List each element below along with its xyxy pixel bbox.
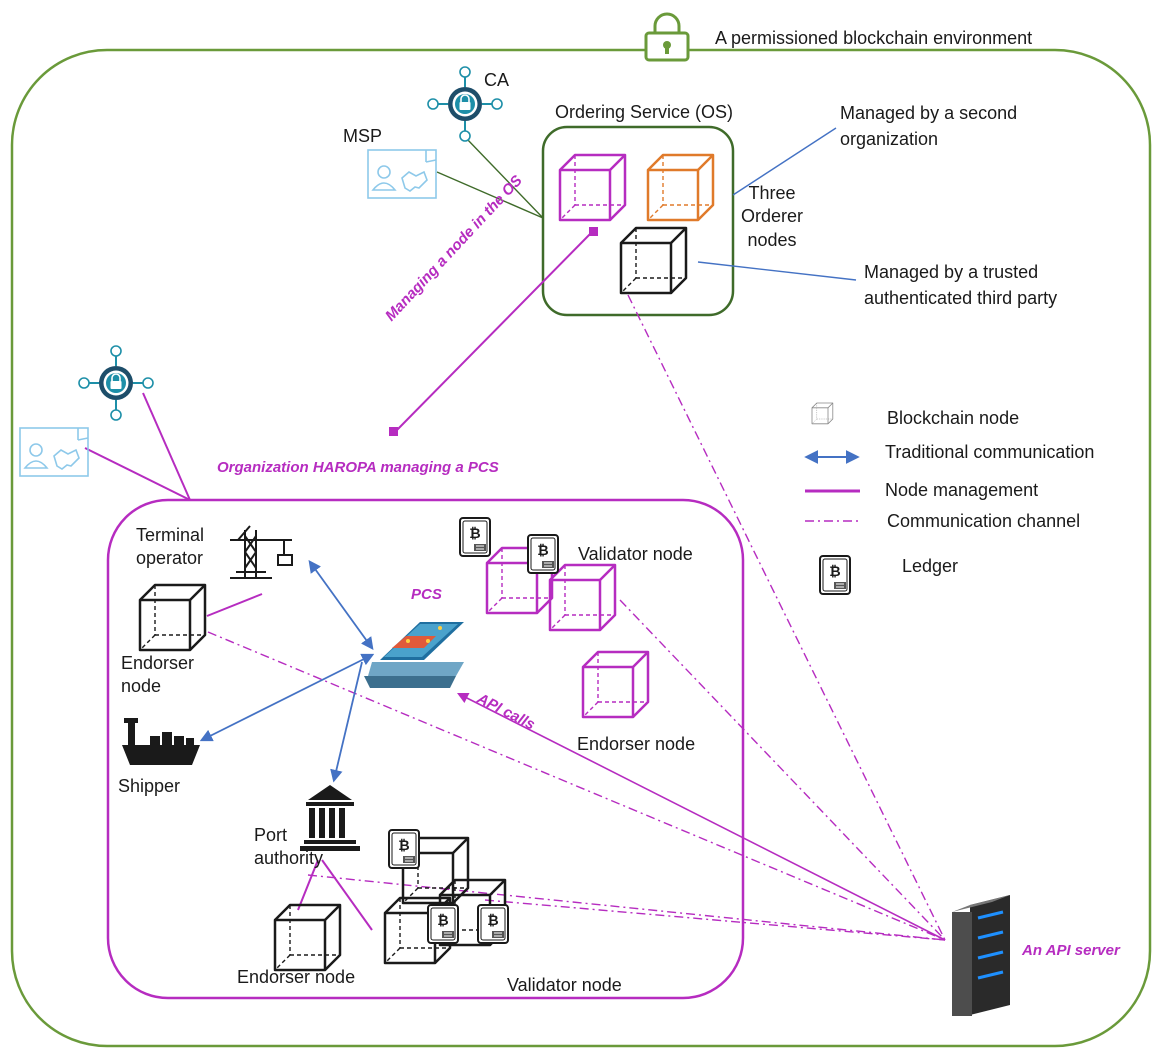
- api-server-label: An API server: [1022, 942, 1120, 959]
- ship-icon: [122, 718, 200, 765]
- third-party-annotation: Managed by a trusted authenticated third…: [864, 262, 1058, 309]
- legend-label-blockchain-node: Blockchain node: [887, 408, 1020, 428]
- ledger-icon-bottom-1: [388, 829, 420, 869]
- terminal-operator-label: Terminal operator: [136, 525, 205, 569]
- endorser-node-right-label: Endorser node: [577, 734, 696, 754]
- ledger-icon-top-1: [459, 517, 491, 557]
- ca-label: CA: [484, 70, 510, 90]
- traditional-communication: [199, 559, 375, 783]
- environment-border: [10, 48, 1152, 1048]
- msp-icon-top: [367, 149, 437, 199]
- haropa-org-label: Organization HAROPA managing a PCS: [217, 459, 499, 476]
- legend-cube-icon: [811, 402, 834, 425]
- legend-icons: [804, 402, 860, 595]
- pcs-label: PCS: [411, 586, 442, 603]
- legend-label-ledger: Ledger: [902, 556, 959, 576]
- lock-icon: [644, 12, 690, 62]
- annotation-connectors: [697, 127, 857, 281]
- ca-msp-connectors: [436, 137, 544, 219]
- management-endpoint-upper: [589, 227, 598, 236]
- api-server-icon: [952, 895, 1010, 1016]
- validator-node-top-label: Validator node: [578, 544, 693, 564]
- endorser-node-bottom-label: Endorser node: [237, 967, 356, 987]
- endorser-cube-left: [138, 583, 207, 652]
- legend-label-traditional-communication: Traditional communication: [885, 442, 1095, 462]
- port-authority-label: Port authority: [254, 825, 324, 869]
- api-calls-arrow: [457, 692, 946, 941]
- ca-icon-left: [78, 345, 154, 421]
- legend-label-node-management: Node management: [885, 480, 1039, 500]
- orderer-cube-black: [619, 226, 688, 295]
- port-authority-icon: [300, 785, 360, 851]
- management-lines: [84, 230, 594, 931]
- validator-cube-top-2: [548, 563, 617, 632]
- crane-icon: [230, 525, 293, 579]
- orderer-nodes-label: Three Orderer nodes: [741, 183, 804, 250]
- orderer-cube-orange: [646, 153, 715, 222]
- msp-label: MSP: [343, 126, 383, 146]
- ledger-icon-bottom-3: [477, 904, 509, 944]
- ledger-icon-bottom-2: [427, 904, 459, 944]
- management-endpoint-lower: [389, 427, 398, 436]
- environment-title: A permissioned blockchain environment: [715, 28, 1033, 48]
- ordering-service-title: Ordering Service (OS): [555, 102, 734, 122]
- endorser-cube-right: [581, 650, 650, 719]
- legend-label-communication-channel: Communication channel: [887, 511, 1081, 531]
- pcs-laptop-icon: [364, 622, 464, 688]
- haropa-org-box: [106, 498, 745, 1000]
- shipper-label: Shipper: [118, 776, 181, 796]
- endorser-node-left-label: Endorser node: [121, 653, 195, 697]
- endorser-cube-bottom: [273, 903, 342, 972]
- orderer-cube-magenta: [558, 153, 627, 222]
- legend-ledger-icon: [819, 555, 851, 595]
- msp-icon-left: [19, 427, 89, 477]
- second-org-annotation: Managed by a second organization: [840, 103, 1018, 150]
- validator-node-bottom-label: Validator node: [507, 975, 622, 995]
- ledger-icon-top-2: [527, 534, 559, 574]
